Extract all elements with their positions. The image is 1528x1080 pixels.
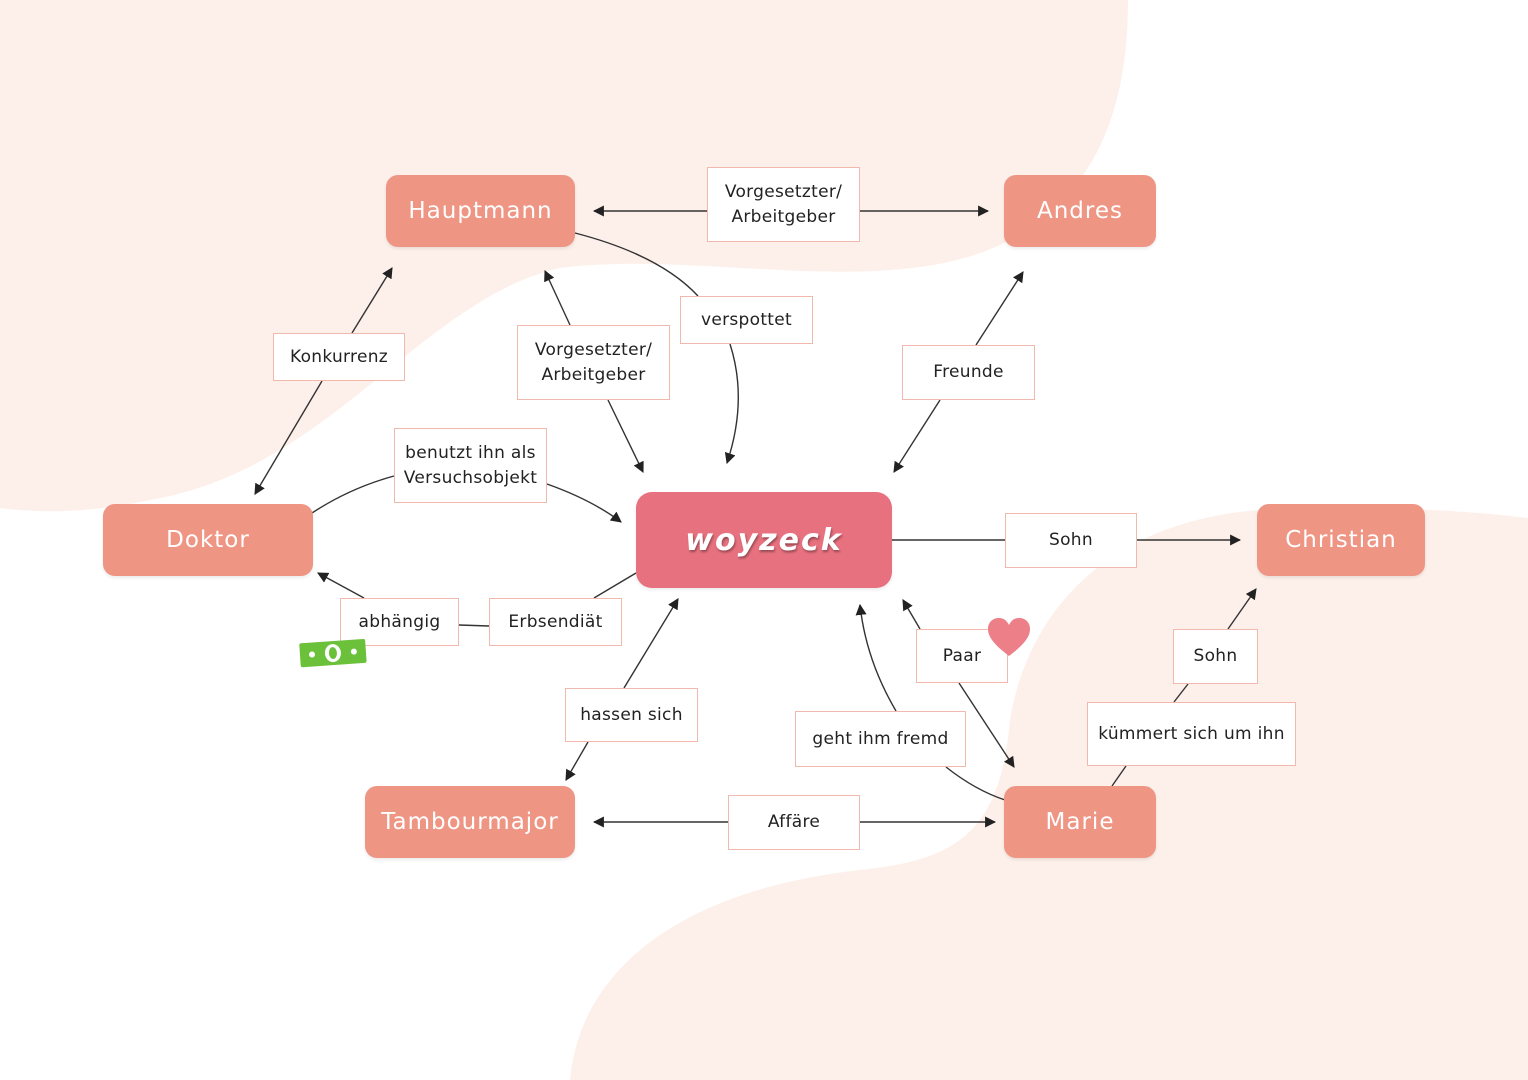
label-versuchsobjekt: benutzt ihn als Versuchsobjekt xyxy=(394,428,547,503)
label-hassen-sich: hassen sich xyxy=(565,688,698,742)
edge-boss-up xyxy=(544,270,571,326)
label-erbsendiaet: Erbsendiät xyxy=(489,598,622,646)
edge-marie-sohn-up xyxy=(1227,588,1257,630)
edge-fremd-up xyxy=(855,603,897,712)
edge-verspottet-from xyxy=(574,232,699,297)
money-icon xyxy=(299,638,367,668)
edge-abhaengig-doktor xyxy=(317,572,365,599)
label-konkurrenz: Konkurrenz xyxy=(273,333,405,381)
edge-freunde-down xyxy=(893,399,941,473)
label-geht-ihm-fremd: geht ihm fremd xyxy=(795,711,966,767)
heart-icon xyxy=(988,618,1030,656)
edge-freunde-up xyxy=(975,271,1024,346)
edge-boss-down xyxy=(607,399,644,473)
label-abhaengig: abhängig xyxy=(340,598,459,646)
node-woyzeck: woyzeck xyxy=(636,492,892,588)
edge-hassen-up xyxy=(623,598,679,689)
node-tambourmajor: Tambourmajor xyxy=(365,786,575,858)
edge-erbsen-woyzeck xyxy=(593,572,637,599)
edge-verspottet-to xyxy=(724,343,739,465)
label-affaere: Affäre xyxy=(728,795,860,850)
node-marie: Marie xyxy=(1004,786,1156,858)
edge-paar-up xyxy=(902,599,921,630)
label-sohn-marie: Sohn xyxy=(1173,629,1258,684)
edge-marie-sohn-mid xyxy=(1173,683,1189,703)
node-doktor: Doktor xyxy=(103,504,313,576)
label-verspottet: verspottet xyxy=(680,296,813,344)
node-christian: Christian xyxy=(1257,504,1425,576)
label-hauptmann-woyzeck: Vorgesetzter/ Arbeitgeber xyxy=(517,325,670,400)
label-kuemmert-sich: kümmert sich um ihn xyxy=(1087,702,1296,766)
label-hauptmann-andres: Vorgesetzter/ Arbeitgeber xyxy=(707,167,860,242)
label-sohn-woyzeck: Sohn xyxy=(1005,513,1137,568)
node-andres: Andres xyxy=(1004,175,1156,247)
background-blob-top xyxy=(0,0,1128,512)
label-freunde: Freunde xyxy=(902,345,1035,400)
edge-erbsen-abhaengig xyxy=(458,624,490,627)
edge-konkurrenz-down xyxy=(254,380,323,495)
edge-hassen-down xyxy=(565,741,589,781)
edge-versuch-from xyxy=(311,475,395,514)
edge-versuch-to xyxy=(546,483,622,523)
edge-kuemmert-marie xyxy=(1111,765,1127,787)
node-hauptmann: Hauptmann xyxy=(386,175,575,247)
edge-konkurrenz-up xyxy=(351,267,393,334)
edge-paar-down xyxy=(958,682,1015,768)
edge-fremd-from xyxy=(945,766,1006,801)
